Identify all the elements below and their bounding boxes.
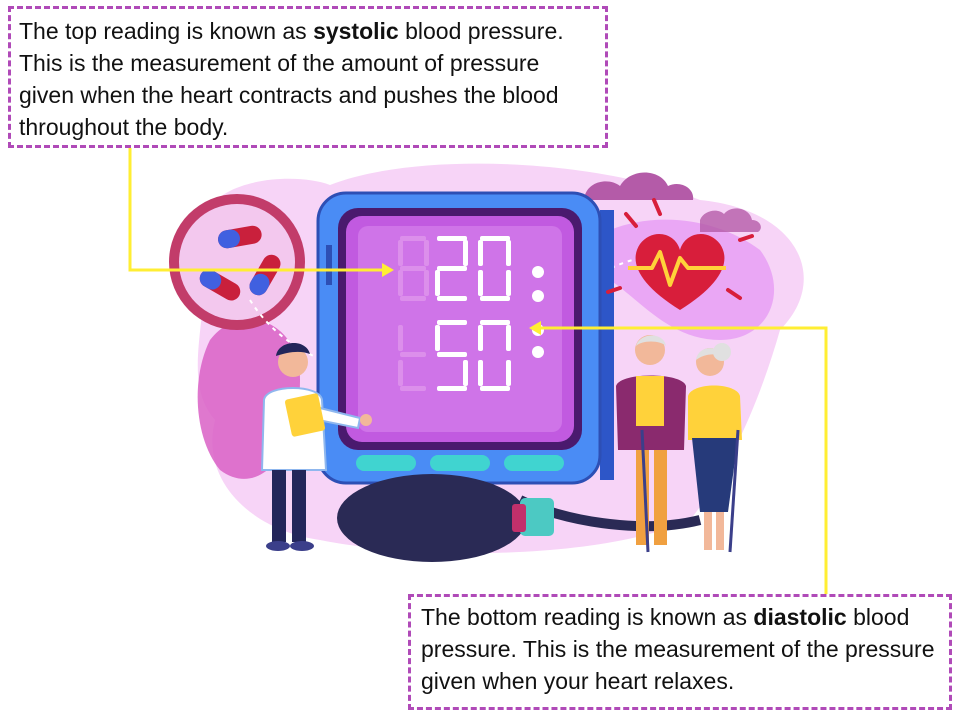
- systolic-arrowhead: [382, 263, 394, 277]
- diastolic-arrow: [540, 326, 828, 594]
- diastolic-text-pre: The bottom reading is known as: [421, 604, 754, 630]
- systolic-arrow: [128, 148, 384, 272]
- cloud-icon: [585, 172, 761, 232]
- elderly-couple-figure: [616, 335, 742, 553]
- systolic-callout: The top reading is known as systolic blo…: [8, 6, 608, 148]
- systolic-term: systolic: [313, 18, 399, 44]
- heart-pulse-icon: [606, 198, 754, 310]
- diastolic-term: diastolic: [753, 604, 847, 630]
- pill-capsule-icon: [169, 194, 305, 330]
- digital-readout: [398, 236, 544, 391]
- pump-bulb-icon: [337, 474, 702, 562]
- doctor-figure: [260, 342, 372, 551]
- systolic-text-post: blood pressure. This is the measurement …: [19, 18, 564, 140]
- diastolic-text-post: blood pressure. This is the measurement …: [421, 604, 935, 694]
- diastolic-arrowhead: [529, 321, 541, 335]
- diastolic-callout: The bottom reading is known as diastolic…: [408, 594, 952, 710]
- systolic-text-pre: The top reading is known as: [19, 18, 314, 44]
